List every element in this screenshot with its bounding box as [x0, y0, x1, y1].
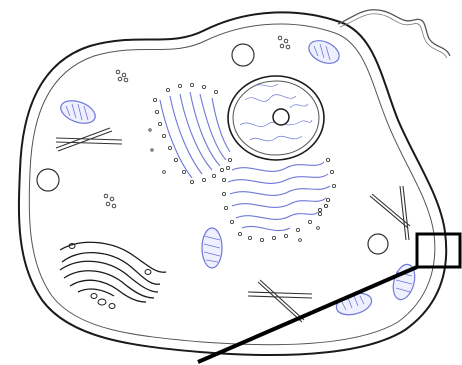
cell-membrane-outer [19, 12, 446, 355]
vacuole-2 [37, 169, 59, 191]
cell-membrane-inner [29, 24, 435, 345]
flagellum-inner [340, 14, 447, 58]
flagellum [338, 10, 450, 56]
mitochondrion-2 [202, 228, 222, 268]
callout-box [417, 234, 460, 267]
centriole-pair-3 [370, 186, 410, 240]
nucleolus [273, 109, 289, 125]
rough-er-left [160, 92, 230, 178]
callout-leader-line [198, 267, 417, 362]
vacuole-3 [368, 234, 388, 254]
ribosomes-left [149, 83, 232, 183]
centriole-pair-1 [56, 128, 122, 151]
vesicle-clusters [104, 36, 327, 211]
mitochondrion-1 [58, 96, 99, 127]
golgi-apparatus [60, 242, 166, 302]
vacuoles [37, 44, 388, 254]
rough-er-bottom [228, 162, 330, 231]
mitochondrion-5 [305, 36, 342, 68]
vacuole-1 [232, 44, 254, 66]
